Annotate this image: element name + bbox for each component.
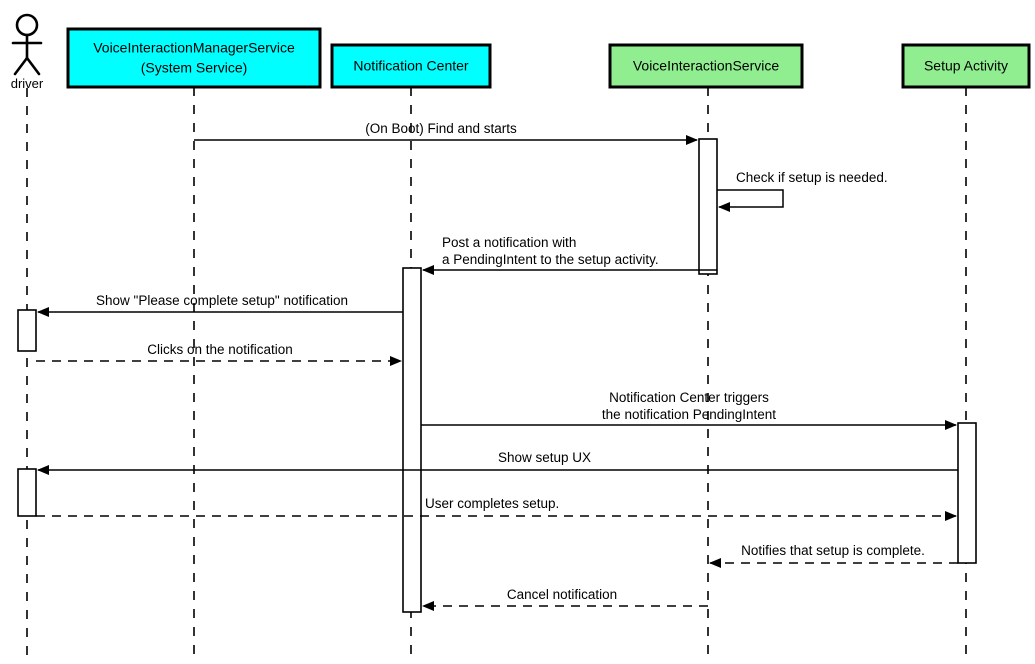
- participant-driver[interactable]: driver: [11, 13, 44, 91]
- message-6[interactable]: Notification Center triggers the notifica…: [421, 390, 957, 430]
- participant-vis[interactable]: VoiceInteractionService: [608, 43, 804, 89]
- message-label-2: Check if setup is needed.: [736, 170, 888, 185]
- message-label-7: Show setup UX: [498, 450, 591, 465]
- participant-label-vims: VoiceInteractionManagerService: [93, 40, 295, 56]
- participant-label-setup_activity: Setup Activity: [924, 58, 1008, 74]
- participant-box-setup_activity[interactable]: [901, 43, 1031, 89]
- participant-box-notification_center[interactable]: [330, 43, 492, 89]
- message-label-3: Post a notification with: [442, 235, 576, 250]
- message-label-1: (On Boot) Find and starts: [365, 121, 517, 136]
- message-3[interactable]: Post a notification with a PendingIntent …: [422, 235, 717, 275]
- message-label-10: Cancel notification: [507, 587, 617, 602]
- activation-bar-driver: [17, 468, 37, 517]
- activations-layer: [17, 138, 977, 613]
- participant-label-vis: VoiceInteractionService: [633, 58, 780, 74]
- actor-head-icon: [15, 13, 39, 37]
- message-1[interactable]: (On Boot) Find and starts: [194, 121, 698, 145]
- participant-setup_activity[interactable]: Setup Activity: [901, 43, 1031, 89]
- message-label-6: Notification Center triggers: [609, 390, 769, 405]
- participant-notification_center[interactable]: Notification Center: [330, 43, 492, 89]
- actor-leg-right-icon: [25, 56, 41, 76]
- message-9[interactable]: Notifies that setup is complete.: [709, 543, 958, 568]
- message-label-3: a PendingIntent to the setup activity.: [442, 252, 659, 267]
- message-5[interactable]: Clicks on the notification: [36, 342, 402, 366]
- message-10[interactable]: Cancel notification: [422, 587, 708, 611]
- activation-bar-vis: [698, 138, 718, 275]
- activation-bar-setup_activity: [957, 422, 977, 564]
- participant-box-vis[interactable]: [608, 43, 804, 89]
- message-label-5: Clicks on the notification: [147, 342, 293, 357]
- participant-label-notification_center: Notification Center: [353, 58, 469, 74]
- activation-bar-driver: [17, 309, 37, 352]
- message-label-6: the notification PendingIntent: [602, 407, 776, 422]
- message-2[interactable]: Check if setup is needed.: [717, 170, 888, 212]
- message-4[interactable]: Show "Please complete setup" notificatio…: [37, 293, 403, 317]
- message-label-9: Notifies that setup is complete.: [741, 543, 925, 558]
- participant-box-vims[interactable]: [66, 27, 322, 89]
- participants-layer: driver VoiceInteractionManagerService (Sys…: [11, 13, 1031, 91]
- participant-sublabel-vims: (System Service): [141, 60, 248, 76]
- message-7[interactable]: Show setup UX: [37, 450, 958, 475]
- actor-leg-left-icon: [13, 56, 29, 76]
- message-label-4: Show "Please complete setup" notificatio…: [96, 293, 348, 308]
- participant-vims[interactable]: VoiceInteractionManagerService (System Se…: [66, 27, 322, 89]
- activation-bar-notification_center: [402, 267, 422, 613]
- participant-label-driver: driver: [11, 76, 44, 91]
- message-label-8: User completes setup.: [425, 496, 559, 511]
- message-8[interactable]: User completes setup.: [36, 496, 957, 521]
- message-arrow-self-2: [717, 189, 784, 212]
